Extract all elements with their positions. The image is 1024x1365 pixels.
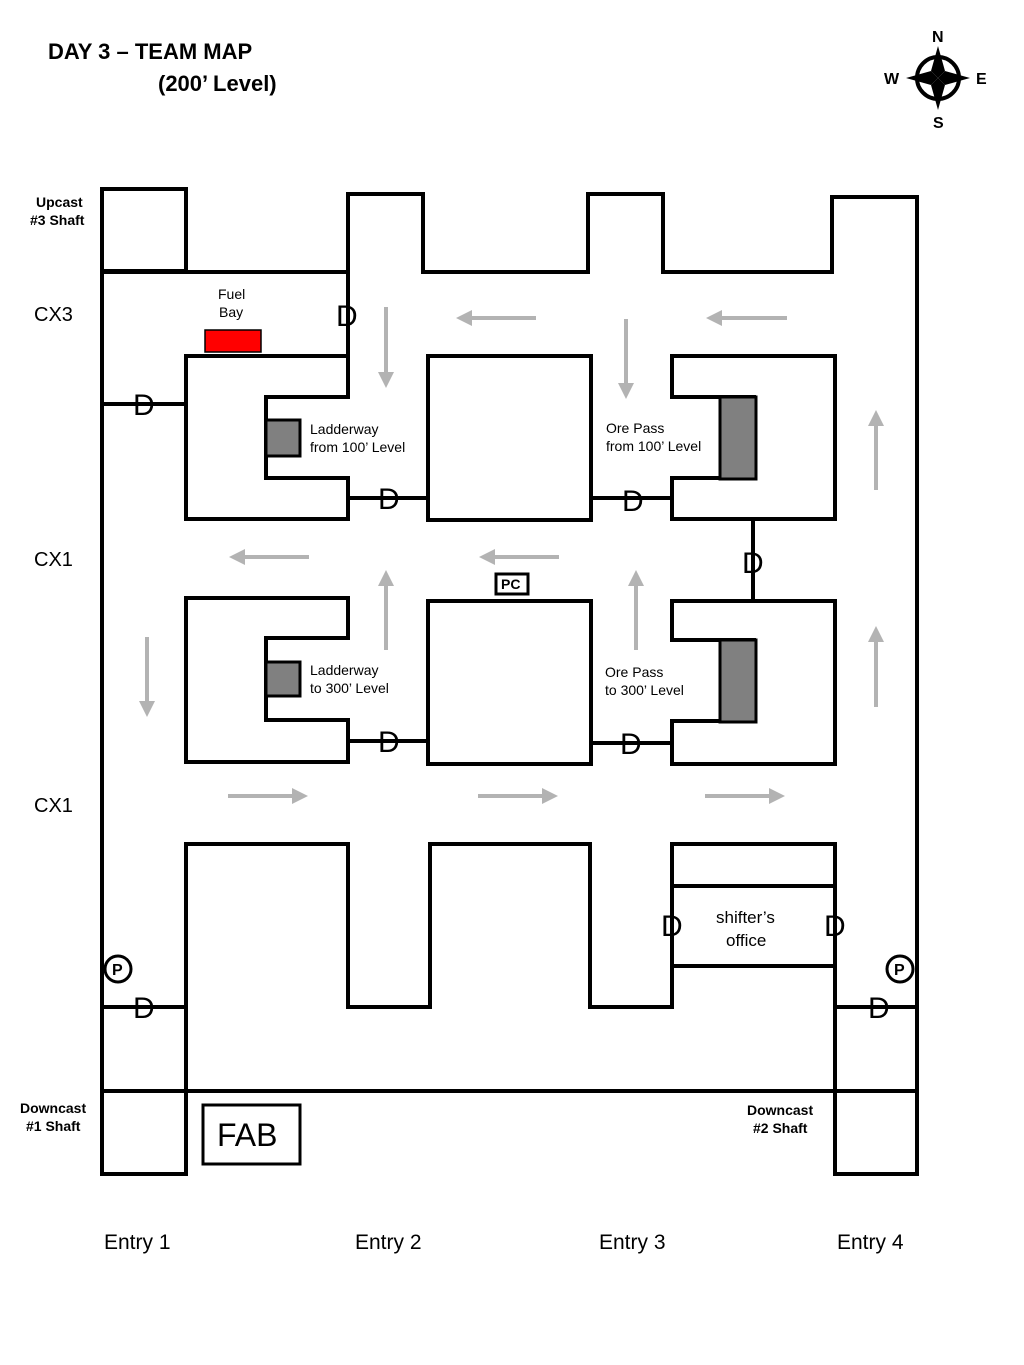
entry-1-label: Entry 1 (104, 1231, 171, 1254)
entry-4-label: Entry 4 (837, 1231, 904, 1254)
orepass-300-label-line1: Ore Pass (605, 664, 663, 680)
airflow-arrow-west-icon (229, 549, 309, 565)
cx3-label: CX3 (34, 304, 73, 326)
door-marker: D (620, 728, 642, 761)
airflow-arrow-east-icon (705, 788, 785, 804)
shifter-office-label-line1: shifter’s (716, 908, 775, 927)
compass-east: E (976, 71, 987, 88)
airflow-arrow-west-icon (456, 310, 536, 326)
orepass-300-shaft (718, 638, 758, 724)
airflow-arrow-east-icon (478, 788, 558, 804)
door-marker: D (622, 485, 644, 518)
fuel-bay-label-line2: Bay (219, 304, 243, 320)
airflow-arrow-south-icon (378, 307, 394, 388)
upcast-shaft-label-line2: #3 Shaft (30, 212, 85, 228)
ladderway-100-shaft (264, 418, 302, 458)
ladderway-100-label-line2: from 100’ Level (310, 439, 405, 455)
door-marker: D (868, 992, 890, 1025)
fab-label: FAB (217, 1117, 277, 1153)
door-marker: D (378, 483, 400, 516)
airflow-arrow-north-icon (868, 410, 884, 490)
mine-walls (100, 187, 919, 1176)
ladderway-300-label-line1: Ladderway (310, 662, 379, 678)
door-marker: D (133, 992, 155, 1025)
phone-marker-west: P (103, 954, 133, 984)
airflow-arrows (139, 307, 884, 804)
door-marker: D (336, 300, 358, 333)
airflow-arrow-west-icon (479, 549, 559, 565)
door-marker: D (824, 910, 846, 943)
pc-label: PC (501, 576, 520, 592)
entry-2-label: Entry 2 (355, 1231, 422, 1254)
compass-north: N (932, 29, 944, 46)
downcast1-shaft-label-line2: #1 Shaft (26, 1118, 81, 1134)
compass-west: W (884, 71, 900, 88)
ladderway-100-label-line1: Ladderway (310, 421, 379, 437)
fuel-bay-label-line1: Fuel (218, 286, 245, 302)
phone-marker-east: P (885, 954, 915, 984)
fuel-bay-marker (204, 329, 262, 353)
entry-3-label: Entry 3 (599, 1231, 666, 1254)
door-marker: D (742, 547, 764, 580)
door-marker: D (133, 389, 155, 422)
cx1-top-label: CX1 (34, 549, 73, 571)
fab-marker: FAB (201, 1103, 302, 1166)
phone-label-east: P (894, 962, 905, 979)
upcast-shaft-label-line1: Upcast (36, 194, 83, 210)
airflow-arrow-south-icon (618, 319, 634, 399)
airflow-arrow-north-icon (378, 570, 394, 650)
orepass-100-shaft (718, 395, 758, 481)
orepass-100-label-line1: Ore Pass (606, 420, 664, 436)
orepass-300-label-line2: to 300’ Level (605, 682, 684, 698)
airflow-arrow-north-icon (868, 626, 884, 707)
cx1-bottom-label: CX1 (34, 795, 73, 817)
ladderway-300-label-line2: to 300’ Level (310, 680, 389, 696)
door-marker: D (661, 910, 683, 943)
airflow-arrow-north-icon (628, 570, 644, 650)
ladderway-300-shaft (264, 660, 302, 698)
downcast1-shaft-label-line1: Downcast (20, 1100, 86, 1116)
downcast2-shaft-label-line1: Downcast (747, 1102, 813, 1118)
airflow-arrow-west-icon (706, 310, 787, 326)
phone-label-west: P (112, 962, 123, 979)
compass-rose-icon: N S W E (884, 29, 987, 132)
map-title-line2: (200’ Level) (158, 71, 277, 96)
pc-marker: PC (494, 572, 530, 596)
airflow-arrow-east-icon (228, 788, 308, 804)
airflow-arrow-south-icon (139, 637, 155, 717)
downcast2-shaft-label-line2: #2 Shaft (753, 1120, 808, 1136)
door-marker: D (378, 726, 400, 759)
doors: D D D D D D D D D D D (133, 300, 890, 1025)
map-title-line1: DAY 3 – TEAM MAP (48, 39, 252, 64)
compass-south: S (933, 115, 944, 132)
orepass-100-label-line2: from 100’ Level (606, 438, 701, 454)
shifter-office-label-line2: office (726, 931, 766, 950)
